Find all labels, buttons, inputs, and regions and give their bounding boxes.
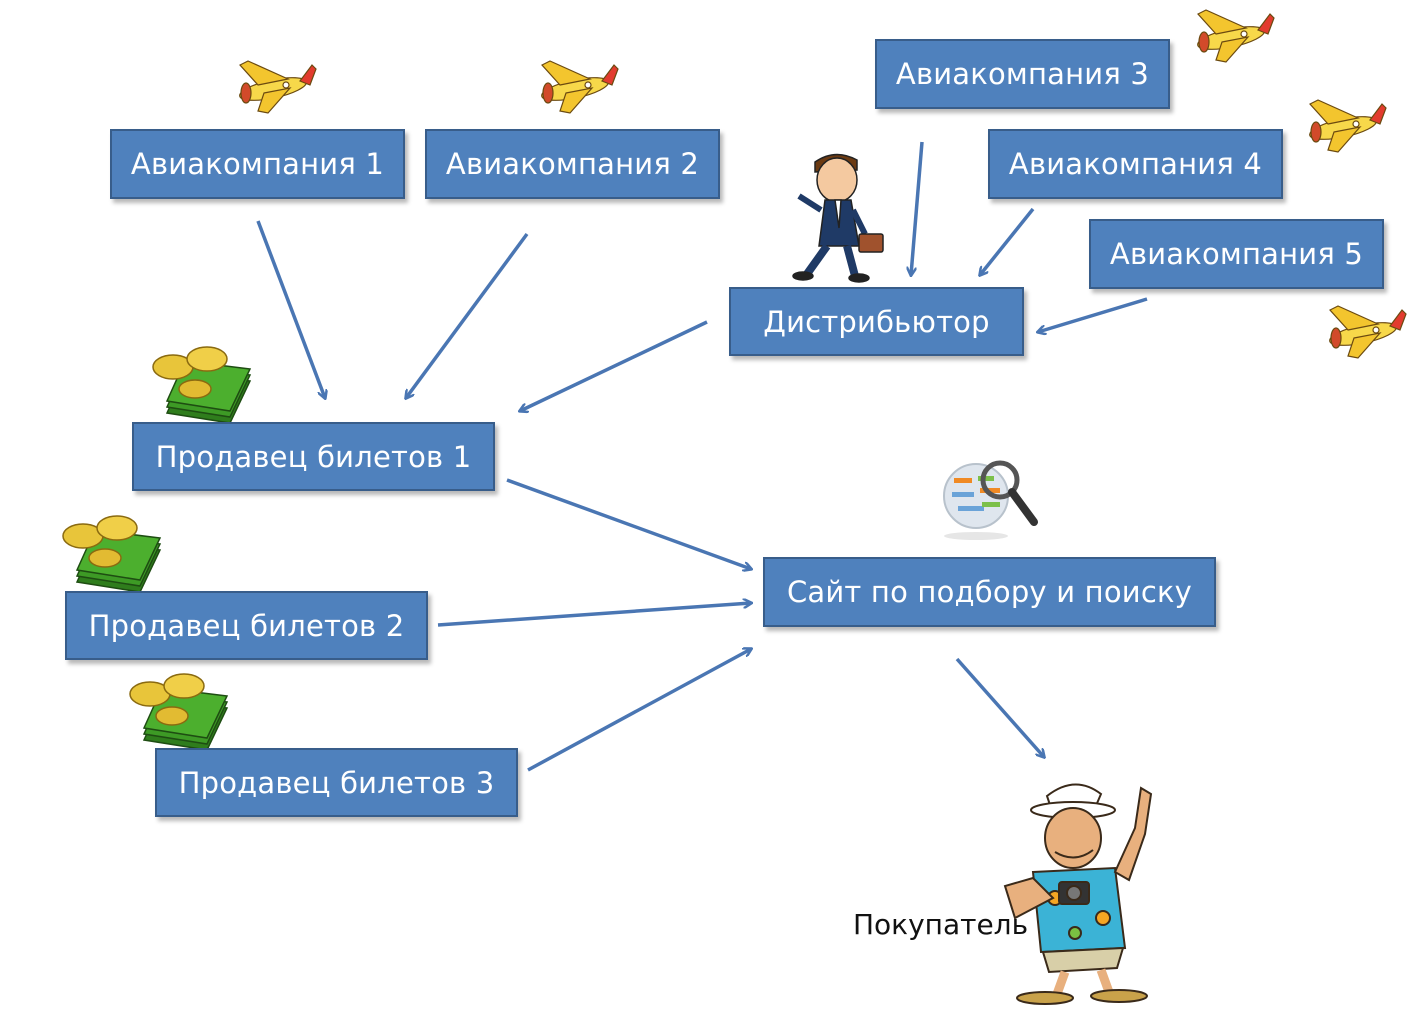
airline-box-5: Авиакомпания 5 <box>1089 219 1384 289</box>
airplane-icon <box>1309 99 1387 153</box>
distributor-box: Дистрибьютор <box>729 287 1024 356</box>
arrow-seller1-site <box>506 478 751 569</box>
airplane-icon <box>239 60 317 114</box>
magnifier-icon <box>943 460 1038 540</box>
money-icon <box>129 673 229 751</box>
airplane-icon <box>1197 9 1275 63</box>
businessman-icon <box>792 153 884 283</box>
arrow-airline1-seller1 <box>256 220 325 398</box>
arrow-seller2-site <box>437 603 751 627</box>
arrow-airline3-distributor <box>911 141 924 275</box>
seller-box-1: Продавец билетов 1 <box>132 422 495 491</box>
arrow-distributor-seller1 <box>520 320 708 411</box>
arrow-airline2-seller1 <box>406 232 529 398</box>
seller-box-3: Продавец билетов 3 <box>155 748 518 817</box>
arrow-airline4-distributor <box>980 207 1035 275</box>
arrow-airline5-distributor <box>1038 297 1148 332</box>
money-icon <box>62 515 162 593</box>
arrow-seller3-site <box>527 649 751 772</box>
seller-box-2: Продавец билетов 2 <box>65 591 428 660</box>
airplane-icon <box>1329 305 1407 359</box>
money-icon <box>152 346 252 424</box>
buyer-label: Покупатель <box>853 908 1029 941</box>
airline-box-4: Авиакомпания 4 <box>988 129 1283 199</box>
airline-box-1: Авиакомпания 1 <box>110 129 405 199</box>
airline-box-3: Авиакомпания 3 <box>875 39 1170 109</box>
airline-box-2: Авиакомпания 2 <box>425 129 720 199</box>
arrow-site-buyer <box>955 657 1044 757</box>
search-site-box: Сайт по подбору и поиску <box>763 557 1216 627</box>
tourist-icon <box>1003 783 1153 1005</box>
airplane-icon <box>541 60 619 114</box>
